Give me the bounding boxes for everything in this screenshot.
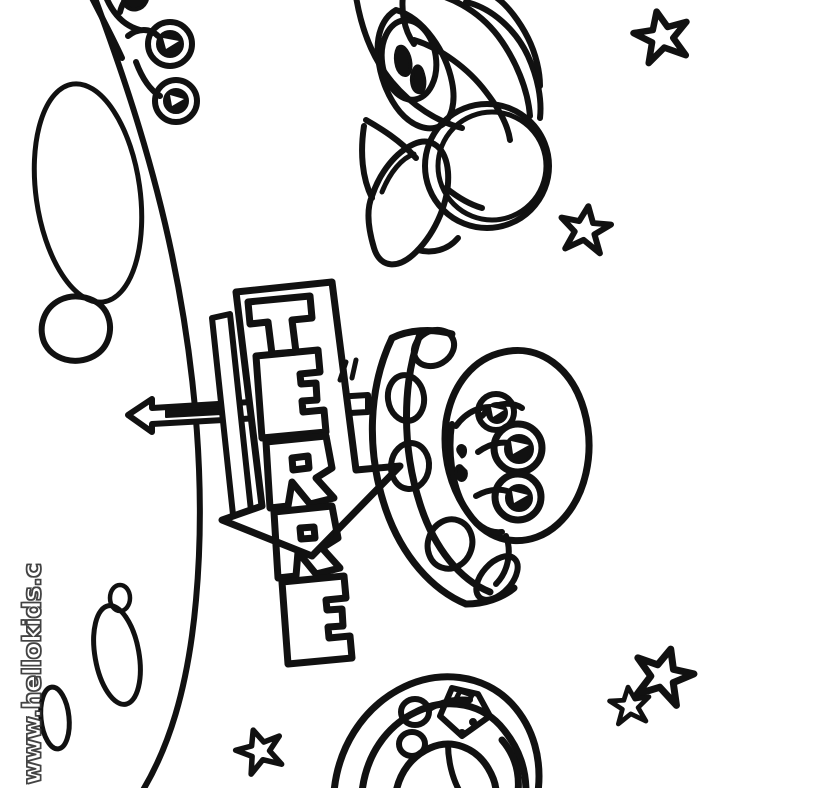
alien-eye-top-glint [491, 407, 504, 417]
rocket-fin [494, 0, 543, 89]
star-2 [558, 203, 615, 257]
saucer-hull-seam [493, 533, 512, 587]
alien-eye-1 [121, 0, 149, 12]
sign-letters-terre [244, 292, 356, 668]
rocket-thruster-highlight [379, 151, 417, 195]
ufo-bottom-rivet-1 [469, 718, 477, 726]
saucer-light-1 [410, 326, 458, 370]
alien-body-edge [89, 0, 125, 61]
stars-group [232, 8, 698, 777]
alien-eye-bottom-socket [491, 470, 545, 524]
rocket-body-band-1 [463, 0, 544, 121]
ufo-bottom-hatch-latch [453, 688, 475, 706]
saucer-light-5 [473, 553, 521, 603]
letter-R-2 [270, 502, 344, 582]
star-5 [232, 727, 285, 777]
rocket-side-edge [359, 123, 375, 201]
saucer-rim-outer [368, 334, 470, 608]
rocket-body-top-curve [444, 0, 533, 119]
alien-eye-bottom-glint [512, 491, 528, 503]
alien-eyestalk-1 [117, 0, 130, 15]
rocket-nose-left-edge [353, 0, 465, 131]
alien-face-left-contour [447, 421, 505, 536]
rocket-engine-ring-inner [435, 109, 549, 223]
alien-eye-top-socket [475, 391, 517, 433]
crater-medium-lower [91, 603, 143, 707]
rocket-porthole-frame [374, 7, 457, 132]
rocket-top [353, 0, 552, 268]
alien-eye-socket-2 [145, 19, 195, 69]
alien-eye-middle-glint [511, 441, 529, 454]
crater-small-upper [38, 293, 113, 364]
ufo-bottom-hull-seam [498, 736, 522, 788]
ufo-bottom-dome-seam [445, 741, 462, 788]
crater-tiny [107, 582, 133, 614]
ufo-bottom-rim-inner [359, 700, 530, 788]
alien-nostril-1 [456, 444, 467, 459]
rocket-porthole-ring [378, 17, 440, 103]
crater-large-upper [31, 81, 145, 305]
alien-eyestalk-2 [125, 27, 161, 39]
alien-eye-bottom [473, 470, 545, 524]
rocket-engine-link [443, 185, 485, 211]
ufo-bottom-dome [393, 740, 500, 788]
alien-eye-socket-3 [152, 77, 200, 125]
letter-R-1 [262, 432, 338, 512]
signpost-terre [125, 278, 404, 668]
ufo-bottom-hatch [437, 685, 493, 739]
rocket-thruster-cone [365, 138, 452, 268]
porthole-detail-2 [409, 64, 427, 95]
saucer-light-3 [387, 440, 433, 492]
rocket-engine-ring-outer [422, 101, 552, 231]
letter-E-2 [278, 572, 356, 668]
sign-tick-marks [337, 357, 359, 383]
alien-eye-glint-3 [170, 95, 184, 106]
alien-eye-top [475, 391, 525, 433]
alien-top-left [89, 0, 200, 125]
porthole-detail-1 [393, 44, 413, 77]
ufo-bottom [330, 673, 543, 788]
ufo-bottom-rivet-2 [458, 729, 466, 737]
rocket-base-edge [415, 235, 461, 255]
ufo-center [368, 326, 593, 608]
saucer-light-2 [384, 372, 428, 424]
star-1 [630, 8, 690, 67]
alien-eye-glint-2 [163, 38, 179, 49]
saucer-light-4 [424, 516, 476, 572]
letter-E-1 [252, 346, 330, 442]
star-4 [607, 684, 652, 727]
ufo-bottom-rim-outer [330, 673, 543, 788]
crater-left-lower [38, 684, 72, 752]
star-3 [633, 645, 698, 709]
alien-nostril-2 [454, 464, 468, 482]
